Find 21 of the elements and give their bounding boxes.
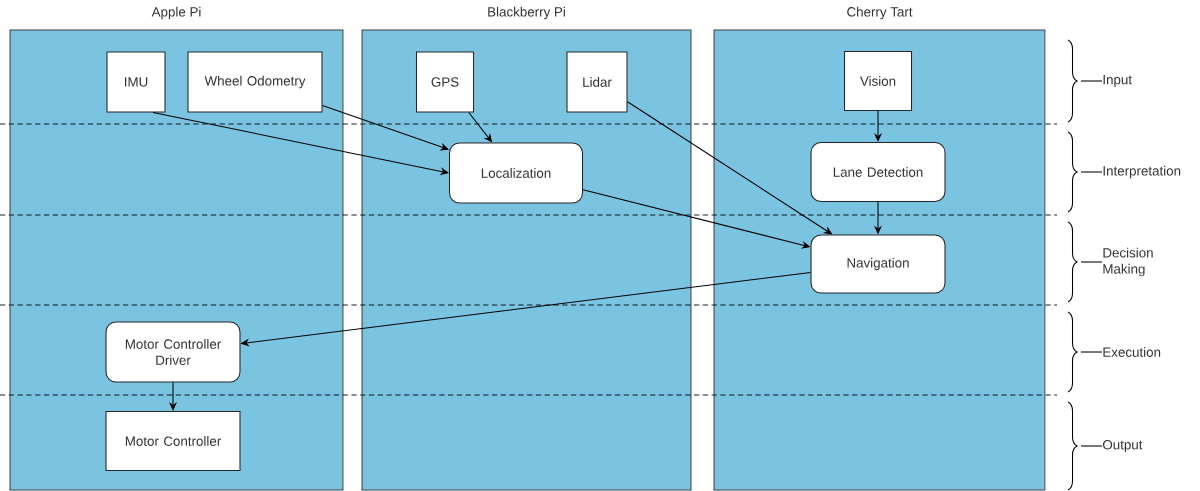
- process-box: Localization: [449, 142, 583, 204]
- arrow: [874, 110, 882, 142]
- level-label: Execution: [1103, 347, 1161, 357]
- panel-title: Blackberry Pi: [488, 6, 565, 20]
- input-box: GPS: [416, 51, 475, 113]
- level-label: Output: [1103, 439, 1143, 453]
- arrow: [169, 382, 177, 411]
- input-box: IMU: [106, 51, 166, 113]
- panel-title: Cherry Tart: [847, 6, 913, 20]
- process-box: Lane Detection: [810, 142, 946, 203]
- panel-title: Apple Pi: [151, 6, 201, 20]
- input-box: Motor Controller: [105, 411, 241, 472]
- input-box: Vision: [844, 51, 913, 112]
- input-box: Wheel Odometry: [187, 51, 323, 113]
- level-label: Decision Making: [1103, 247, 1153, 277]
- process-box: Navigation: [810, 234, 946, 294]
- arrow: [322, 105, 449, 151]
- level-label: Input: [1103, 75, 1132, 87]
- input-box: Lidar: [566, 51, 628, 113]
- level-label: Interpretation: [1103, 165, 1181, 179]
- process-box: Motor Controller Driver: [105, 321, 241, 383]
